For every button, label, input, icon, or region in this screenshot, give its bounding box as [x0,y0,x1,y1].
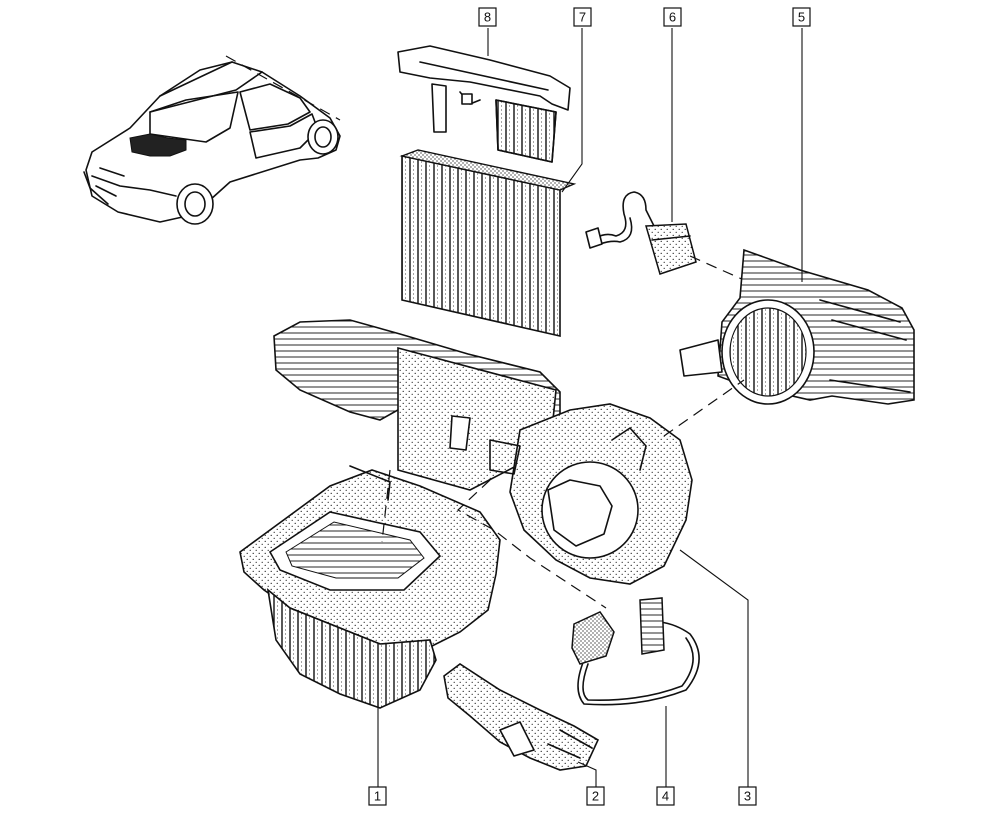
callout-3: 3 [738,786,757,806]
callout-1-label: 1 [374,789,381,804]
callout-7-label: 7 [579,10,586,25]
callout-3-label: 3 [744,789,751,804]
callout-5-label: 5 [798,10,805,25]
heater-housing-assembly [273,319,693,585]
leader-lines [377,28,803,788]
part-8-air-intake-bracket [397,45,571,163]
part-6-blower-resistor [585,191,697,275]
callout-2-label: 2 [592,789,599,804]
callout-8-label: 8 [484,10,491,25]
part-2-control-actuator [443,663,600,771]
part-7-pollen-filter [399,149,577,338]
callout-5: 5 [792,7,811,27]
callout-7: 7 [573,7,592,27]
part-1-lower-housing [239,465,501,709]
callout-4-label: 4 [662,789,669,804]
callout-6: 6 [663,7,682,27]
callout-1: 1 [368,786,387,806]
callout-6-label: 6 [669,10,676,25]
callout-4: 4 [656,786,675,806]
callout-8: 8 [478,7,497,27]
assembly-guide-lines [381,379,745,609]
part-4-wiring-harness [571,597,700,706]
callout-2: 2 [586,786,605,806]
vehicle-location-view [83,61,341,225]
part-5-distribution-housing [679,248,915,405]
